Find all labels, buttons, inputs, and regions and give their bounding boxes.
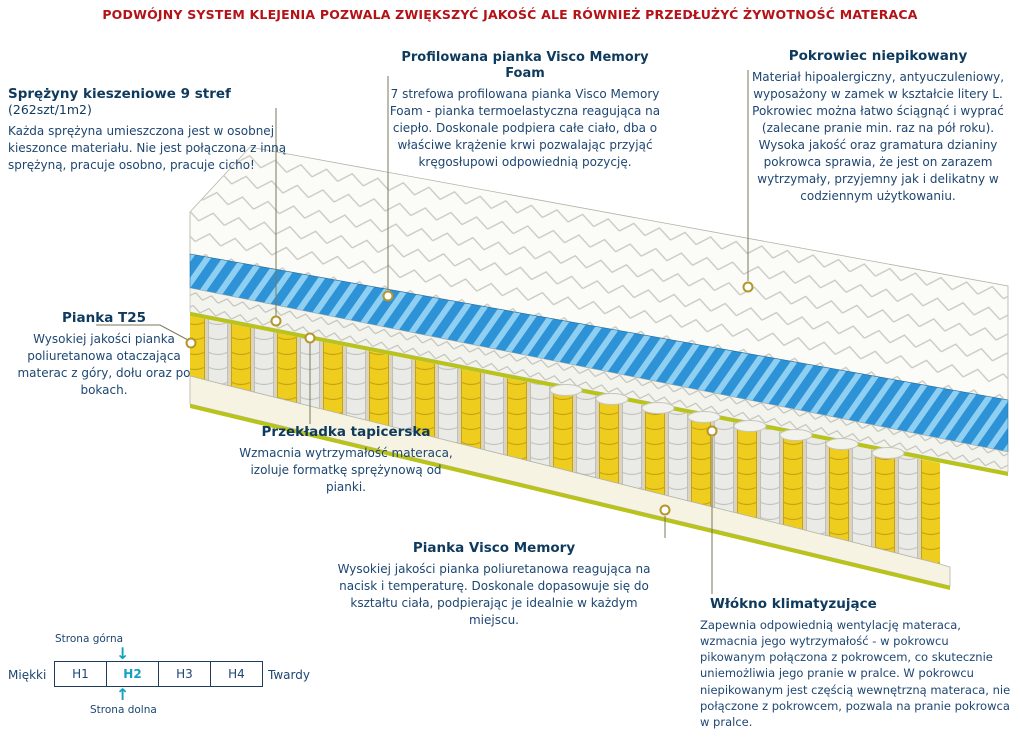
leader-dots	[185, 281, 754, 516]
spring-tops	[549, 384, 905, 459]
leader-lines	[96, 70, 749, 594]
annotation-insulator: Przekładka tapicerska Wzmacnia wytrzymał…	[230, 424, 462, 496]
annotation-visco-title: Pianka Visco Memory	[412, 540, 576, 556]
annotation-profiled-foam-body: 7 strefowa profilowana pianka Visco Memo…	[389, 87, 661, 170]
annotation-profiled-foam-title: Profilowana pianka Visco Memory Foam	[401, 50, 649, 81]
scale-top-side-label: Strona górna	[55, 633, 124, 645]
annotation-climate-fiber-body: Zapewnia odpowiednią wentylację materaca…	[700, 618, 1011, 729]
leader-t25	[96, 324, 189, 341]
annotation-t25-body: Wysokiej jakości pianka poliuretanowa ot…	[17, 332, 191, 398]
hardness-level-h2: H2	[107, 662, 159, 686]
bottom-edge-layer	[190, 404, 950, 590]
annotation-springs-subtitle: (262szt/1m2)	[8, 102, 92, 118]
annotation-insulator-title: Przekładka tapicerska	[261, 424, 431, 440]
annotation-cover-title: Pokrowiec niepikowany	[788, 48, 968, 64]
arrow-up-icon: ↑	[116, 685, 130, 704]
annotation-springs-title: Sprężyny kieszeniowe 9 stref	[8, 86, 231, 102]
annotation-t25-title: Pianka T25	[61, 310, 147, 326]
scale-hard-label: Twardy	[268, 668, 310, 682]
mattress-illustration	[189, 146, 1009, 590]
hardness-level-h1: H1	[55, 662, 107, 686]
annotation-t25: Pianka T25 Wysokiej jakości pianka poliu…	[8, 310, 200, 399]
scale-soft-label: Miękki	[8, 668, 47, 682]
annotation-climate-fiber: Włókno klimatyzujące Zapewnia odpowiedni…	[700, 596, 1014, 730]
base-foam-layer	[189, 375, 951, 587]
annotation-cover: Pokrowiec niepikowany Materiał hipoalerg…	[740, 48, 1016, 205]
annotation-climate-fiber-title: Włókno klimatyzujące	[710, 596, 877, 612]
hardness-scale: H1 H2 H3 H4	[54, 661, 263, 687]
page-banner: PODWÓJNY SYSTEM KLEJENIA POZWALA ZWIĘKSZ…	[102, 7, 918, 22]
hardness-level-h4: H4	[228, 667, 245, 681]
annotation-springs-body: Każda sprężyna umieszczona jest w osobne…	[8, 124, 287, 173]
annotation-profiled-foam: Profilowana pianka Visco Memory Foam 7 s…	[380, 50, 670, 171]
arrow-down-icon: ↓	[116, 644, 130, 663]
annotation-visco: Pianka Visco Memory Wysokiej jakości pia…	[328, 540, 660, 629]
annotation-insulator-body: Wzmacnia wytrzymałość materaca, izoluje …	[239, 446, 453, 495]
annotation-springs: Sprężyny kieszeniowe 9 stref (262szt/1m2…	[8, 86, 308, 174]
annotation-visco-body: Wysokiej jakości pianka poliuretanowa re…	[337, 562, 651, 628]
scale-bottom-side-label: Strona dolna	[90, 704, 157, 716]
annotation-cover-body: Materiał hipoalergiczny, antyuczuleniowy…	[751, 70, 1005, 204]
hardness-level-h3: H3	[159, 662, 211, 686]
